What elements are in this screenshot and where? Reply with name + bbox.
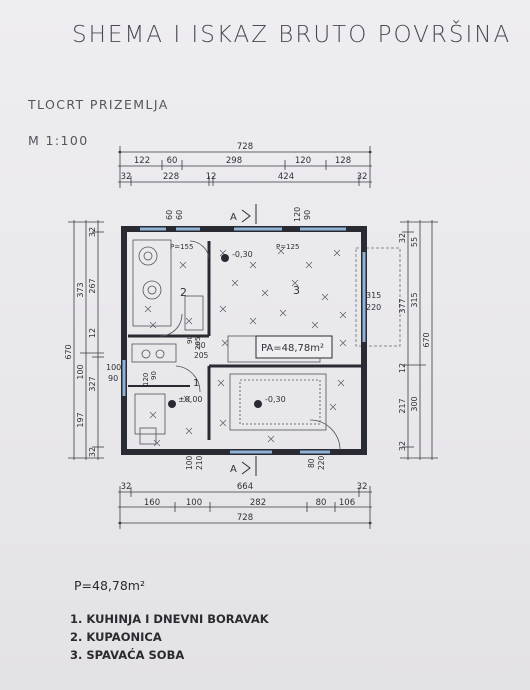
plan-scale: M 1:100 (28, 133, 89, 148)
dim-top-60: 60 (167, 156, 178, 166)
dim-bottom-100: 100 (186, 498, 202, 508)
dim-top-12: 12 (206, 172, 217, 182)
label-bottom-220: 220 (317, 455, 326, 470)
label-bottom-210: 210 (195, 455, 204, 470)
dim-right-315: 315 (410, 292, 419, 307)
dim-bottom-32a: 32 (121, 482, 132, 492)
label-window-90: 90 (303, 210, 312, 220)
sofa-icon (134, 393, 166, 435)
dim-right-55: 55 (410, 237, 419, 247)
label-right-220: 220 (366, 303, 381, 312)
label-side-120: 120 (142, 373, 150, 386)
dim-right-32b: 32 (398, 441, 407, 451)
label-door-90: 90 (186, 335, 194, 344)
label-window-120: 120 (293, 207, 302, 222)
dim-right-300: 300 (410, 396, 419, 411)
label-right-315: 315 (366, 291, 381, 300)
label-left-100: 100 (106, 363, 121, 372)
dim-bottom-664: 664 (237, 482, 253, 492)
section-arrow-icon (241, 209, 251, 223)
dim-top-120: 120 (295, 156, 311, 166)
room-legend: 1. KUHINJA I DNEVNI BORAVAK 2. KUPAONICA… (70, 610, 269, 664)
level-marker-icon (254, 400, 262, 408)
dim-left-100: 100 (76, 364, 85, 379)
section-label-top: A (230, 212, 237, 223)
dim-bottom-106: 106 (339, 498, 355, 508)
legend-item: 2. KUPAONICA (70, 630, 162, 644)
dim-left-197: 197 (76, 412, 85, 427)
dim-left-327: 327 (88, 376, 97, 391)
label-door-80: 80 (196, 341, 206, 350)
total-area: P=48,78m² (74, 578, 145, 593)
sink-icon (138, 246, 158, 266)
dim-right-32a: 32 (398, 233, 407, 243)
dim-left-373: 373 (76, 282, 85, 297)
dim-left-12: 12 (88, 328, 97, 338)
label-left-90: 90 (108, 374, 118, 383)
dim-bottom-282: 282 (250, 498, 266, 508)
dim-left-267: 267 (88, 278, 97, 293)
dim-right-377: 377 (398, 298, 407, 313)
kitchen-counter (131, 343, 177, 363)
room-number-1: 1 (193, 378, 199, 389)
dim-top-122: 122 (134, 156, 150, 166)
dim-top-overall: 728 (237, 142, 253, 152)
dim-left-32a: 32 (88, 227, 97, 237)
table-outline (229, 373, 327, 431)
dim-top-228: 228 (163, 172, 179, 182)
dim-bottom-32b: 32 (357, 482, 368, 492)
dim-top-128: 128 (335, 156, 351, 166)
dim-bottom-80: 80 (316, 498, 327, 508)
label-level-living: -0,30 (265, 395, 286, 404)
dim-right-217: 217 (398, 398, 407, 413)
label-level-entry: ±0,00 (178, 395, 203, 404)
floor-hatching (144, 247, 347, 447)
label-bottom-80: 80 (307, 458, 316, 468)
legend-item: 3. SPAVAĆA SOBA (70, 648, 185, 662)
room-number-2: 2 (180, 286, 187, 299)
label-bottom-100: 100 (185, 455, 194, 470)
toilet-icon (142, 280, 162, 300)
dim-left-32b: 32 (88, 447, 97, 457)
label-window-60b: 60 (175, 210, 184, 220)
section-arrow-icon (241, 461, 251, 475)
label-p155: P=155 (170, 243, 193, 251)
dim-bottom-160: 160 (144, 498, 160, 508)
room-number-3: 3 (293, 284, 300, 297)
terrace-outline (355, 247, 401, 347)
section-label-bottom: A (230, 464, 237, 475)
label-side-90: 90 (150, 371, 158, 380)
level-marker-icon (168, 400, 176, 408)
label-door-205: 205 (194, 337, 202, 350)
dim-top-32b: 32 (357, 172, 368, 182)
area-box-label: PA=48,78m² (261, 343, 324, 354)
plan-subtitle: TLOCRT PRIZEMLJA (28, 97, 169, 112)
area-box (255, 335, 333, 359)
dim-top-32a: 32 (121, 172, 132, 182)
dim-left-670: 670 (64, 344, 73, 359)
dim-right-12: 12 (398, 363, 407, 373)
label-door-205b: 205 (194, 351, 209, 360)
dim-bottom-overall: 728 (237, 513, 253, 523)
dim-top-424: 424 (278, 172, 294, 182)
dim-top-298: 298 (226, 156, 242, 166)
label-level-bed: -0,30 (232, 250, 253, 259)
page-title: SHEMA I ISKAZ BRUTO POVRŠINA (72, 22, 512, 48)
level-marker-icon (221, 254, 229, 262)
label-p125: P=125 (276, 243, 299, 251)
legend-item: 1. KUHINJA I DNEVNI BORAVAK (70, 612, 269, 626)
label-window-60a: 60 (165, 210, 174, 220)
dim-right-670: 670 (422, 332, 431, 347)
